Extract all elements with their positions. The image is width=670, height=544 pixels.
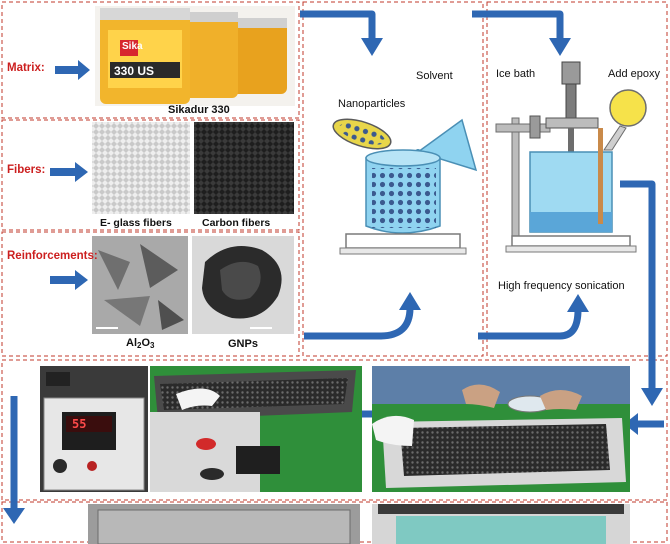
can-brand: Sika	[122, 41, 143, 52]
product-caption: Sikadur 330	[168, 104, 230, 116]
nanoparticles-label: Nanoparticles	[338, 98, 406, 110]
arrow-mixing-to-sonication	[472, 10, 564, 40]
reinforcements-label: Reinforcements:	[7, 250, 98, 262]
layup-photo	[372, 366, 630, 492]
sonication-caption: High frequency sonication	[498, 280, 625, 292]
arrow-matrix-to-mixing	[300, 10, 376, 40]
ice-bath-label: Ice bath	[496, 68, 536, 80]
solvent-label: Solvent	[416, 70, 453, 82]
gnp-tem-image	[192, 236, 294, 334]
alumina-caption: Al2O3	[126, 337, 155, 350]
add-epoxy-label: Add epoxy	[608, 68, 660, 80]
mold-photo	[88, 504, 360, 544]
gnps-caption: GNPs	[228, 338, 258, 350]
can-model: 330 US	[114, 64, 155, 78]
carbon-fiber-caption: Carbon fibers	[202, 217, 271, 229]
mixing-illustration	[332, 118, 478, 255]
vacuum-bag-photo	[150, 366, 362, 492]
controller-photo	[40, 366, 148, 492]
glass-fiber-image	[92, 122, 190, 214]
arrow-mixing-up	[304, 307, 414, 340]
matrix-label: Matrix:	[7, 62, 45, 74]
alumina-tem-image	[92, 236, 188, 334]
epoxy-can-image	[95, 6, 295, 106]
carbon-fiber-image	[194, 122, 294, 214]
controller-display: 55	[72, 417, 87, 431]
row-arrows	[50, 60, 90, 290]
press-photo	[372, 504, 630, 544]
fibers-label: Fibers:	[7, 164, 46, 176]
sonication-illustration	[495, 61, 647, 253]
glass-fiber-caption: E- glass fibers	[100, 217, 172, 229]
arrow-sonication-up	[478, 309, 582, 340]
arrow-sonication-to-layup	[620, 180, 656, 390]
arrow-heads	[3, 38, 663, 524]
